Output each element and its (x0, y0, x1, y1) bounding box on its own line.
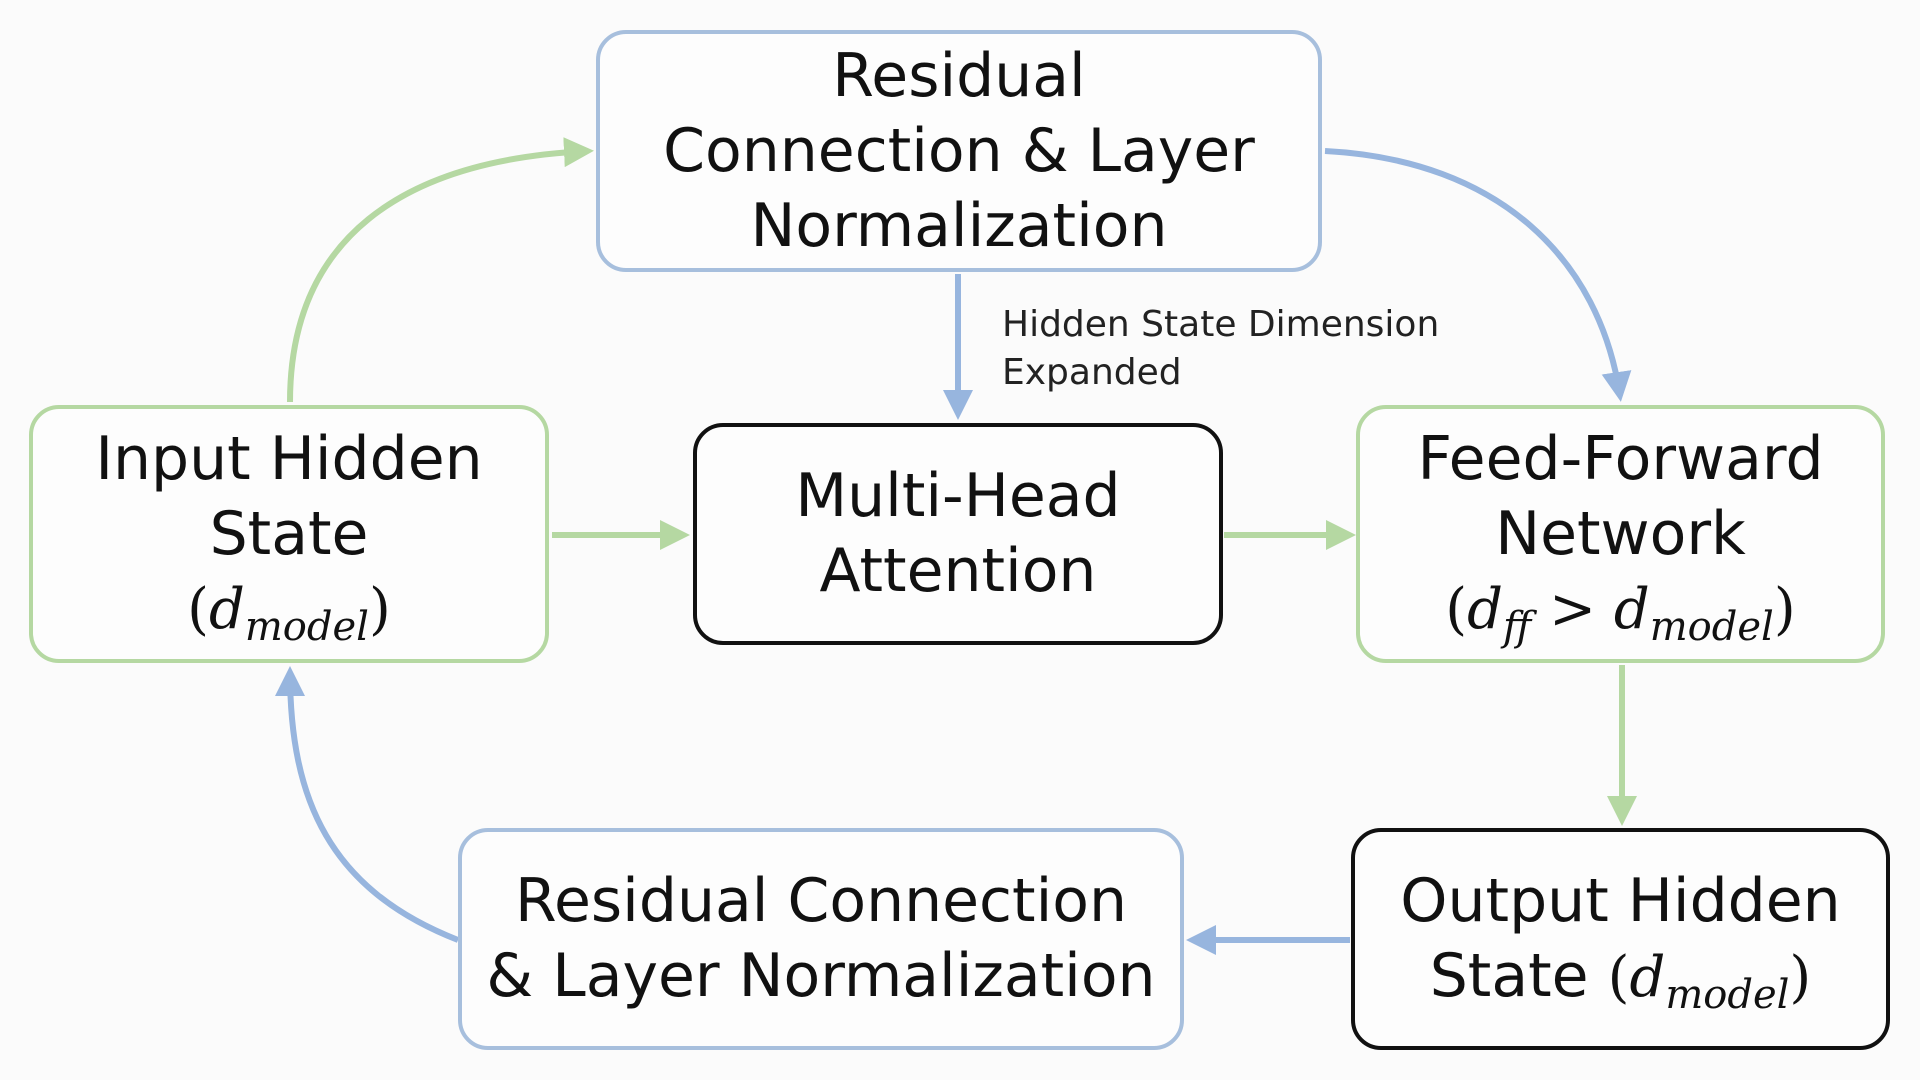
input-hidden-state-node: Input Hidden State (dmodel) (29, 405, 549, 663)
edge-label-line-2: Expanded (1002, 352, 1182, 393)
node-label-line: Residual (832, 40, 1086, 111)
arrow-input-to-residual-top (287, 137, 594, 403)
residual-top-node: Residual Connection & Layer Normalizatio… (596, 30, 1322, 272)
arrow-residual-top-to-feedforward (1324, 148, 1632, 402)
node-label-line: & Layer Normalization (486, 941, 1156, 1011)
node-label-line: Connection & Layer (663, 115, 1255, 186)
dimension-formula: (dmodel) (1607, 944, 1812, 1018)
edge-label-line-1: Hidden State Dimension (1002, 304, 1440, 345)
feed-forward-network-node: Feed-Forward Network (dff > dmodel) (1356, 405, 1885, 663)
node-label-line: Feed-Forward (1417, 423, 1824, 494)
node-label-line: Network (1495, 498, 1746, 569)
dimension-formula: (dff > dmodel) (1445, 576, 1796, 650)
node-label-line: Normalization (750, 190, 1168, 261)
arrow-residual-bottom-to-input (275, 666, 460, 943)
residual-bottom-node: Residual Connection & Layer Normalizatio… (458, 828, 1184, 1050)
node-label-line: Attention (819, 536, 1097, 606)
node-label-line: Input Hidden (95, 423, 483, 494)
node-label-line: State (dmodel) (1429, 940, 1812, 1018)
node-label-line: Output Hidden (1400, 865, 1841, 936)
output-hidden-state-node: Output Hidden State (dmodel) (1351, 828, 1890, 1050)
edge-label-dimension-expanded: Hidden State Dimension Expanded (1002, 301, 1439, 397)
node-label-line: Residual Connection (515, 866, 1127, 936)
node-label-line: State (209, 498, 369, 569)
multi-head-attention-node: Multi-Head Attention (693, 423, 1223, 645)
dimension-formula: (dmodel) (187, 576, 391, 650)
node-label-line: Multi-Head (795, 461, 1121, 531)
